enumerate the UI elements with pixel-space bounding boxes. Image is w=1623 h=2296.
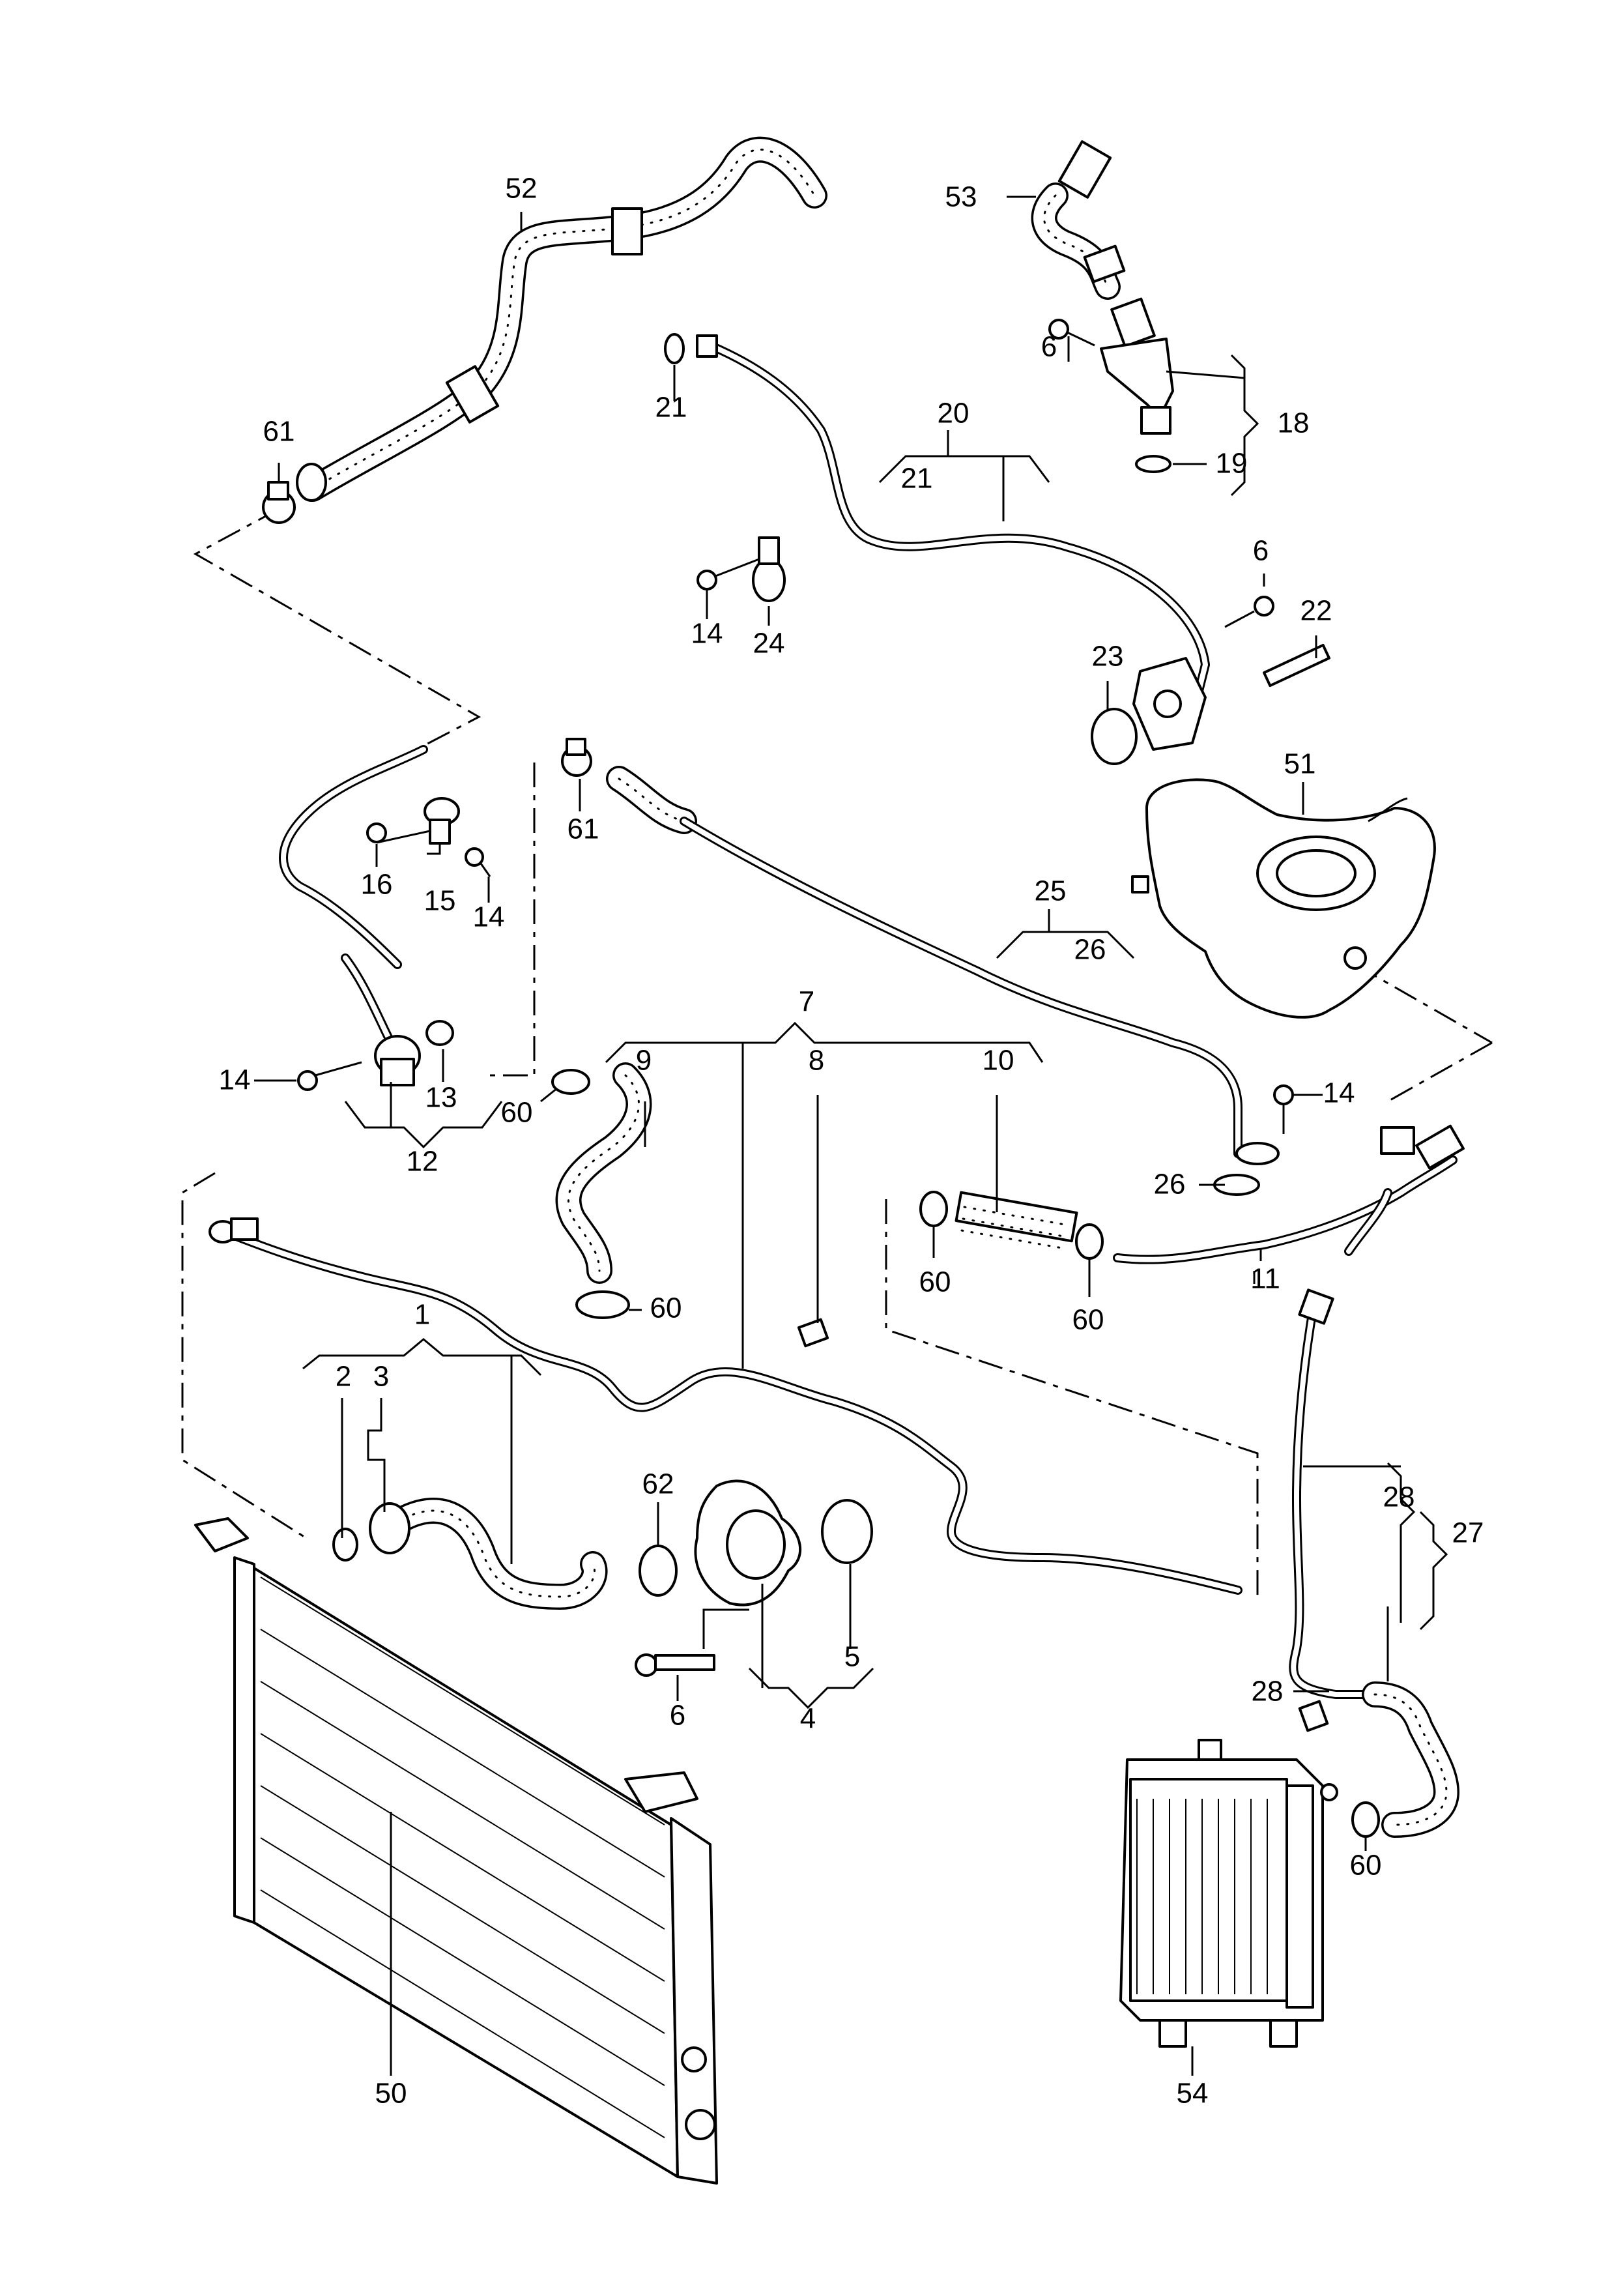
label-13: 13	[425, 1082, 457, 1114]
hose-clamp-62[interactable]	[639, 1545, 678, 1597]
label-28-bracket: 28	[1383, 1481, 1415, 1513]
label-60-upper-left: 60	[501, 1097, 533, 1129]
label-14-left: 14	[473, 901, 505, 933]
hose-clamp-61-middle[interactable]	[561, 738, 592, 777]
label-16: 16	[361, 869, 393, 901]
screw-14-upper[interactable]	[697, 558, 760, 590]
label-9: 9	[636, 1045, 652, 1077]
label-60-lower-right: 60	[1350, 1850, 1382, 1882]
label-60-right-hose-10: 60	[1072, 1304, 1104, 1336]
hose-clamp-60-left-hose-10[interactable]	[919, 1191, 948, 1227]
hose-52[interactable]	[296, 136, 827, 502]
label-18: 18	[1278, 407, 1310, 439]
label-25: 25	[1035, 875, 1067, 907]
hose-9[interactable]	[555, 1062, 652, 1284]
hose-1[interactable]	[369, 1498, 608, 1610]
label-22: 22	[1300, 595, 1332, 627]
label-6-upper: 6	[1041, 331, 1057, 363]
screw-14-left[interactable]	[465, 847, 491, 877]
clip-8[interactable]	[797, 1318, 829, 1348]
o-ring-21[interactable]	[664, 333, 685, 364]
label-24: 24	[753, 628, 785, 660]
label-11: 11	[1250, 1263, 1280, 1295]
label-21-bracket: 21	[901, 463, 933, 495]
label-62: 62	[642, 1468, 674, 1500]
o-ring-13[interactable]	[425, 1020, 454, 1046]
bracket-lines	[254, 196, 1448, 2076]
hose-clamp-60-upper-left[interactable]	[551, 1069, 590, 1095]
screw-14-right[interactable]	[1273, 1084, 1294, 1134]
label-4: 4	[800, 1703, 816, 1735]
label-60-left-hose-10: 60	[919, 1266, 951, 1298]
label-26: 26	[1154, 1169, 1186, 1200]
o-ring-19[interactable]	[1135, 455, 1171, 473]
label-14-lower-left: 14	[219, 1064, 251, 1096]
hose-clamp-60-right-hose-10[interactable]	[1075, 1223, 1104, 1260]
nut-16[interactable]	[366, 822, 387, 843]
hose-clamp-60-lower-right[interactable]	[1351, 1801, 1380, 1838]
label-15: 15	[424, 885, 456, 917]
coolant-pipe-12[interactable]	[279, 745, 428, 1086]
label-19: 19	[1216, 448, 1248, 480]
label-61-upper: 61	[263, 416, 295, 448]
bracket-24[interactable]	[752, 536, 786, 602]
label-3: 3	[373, 1361, 389, 1393]
label-52: 52	[506, 173, 538, 205]
stud-22[interactable]	[1263, 643, 1330, 688]
hose-clamp-61-upper[interactable]	[262, 481, 296, 524]
label-26-bracket: 26	[1074, 934, 1106, 966]
radiator-50[interactable]	[194, 1517, 718, 2185]
coolant-pipe-11[interactable]	[1113, 1124, 1465, 1264]
coolant-pipe-7[interactable]	[208, 1217, 1242, 1595]
label-23: 23	[1092, 641, 1124, 673]
label-54: 54	[1177, 2078, 1209, 2110]
cooler-fins	[1136, 1799, 1268, 1994]
hose-clamp-60-hose-9[interactable]	[575, 1290, 630, 1319]
expansion-tank-51[interactable]	[1131, 778, 1436, 1019]
hose-10[interactable]	[955, 1191, 1078, 1250]
dashed-assembly-lines	[181, 507, 1493, 1597]
o-ring-23[interactable]	[1091, 708, 1138, 765]
label-8: 8	[809, 1045, 824, 1077]
label-60-hose-9: 60	[650, 1292, 682, 1324]
o-ring-2[interactable]	[332, 1528, 358, 1562]
screw-6-lower[interactable]	[635, 1653, 715, 1677]
label-50: 50	[375, 2078, 407, 2110]
breather-hose-53[interactable]	[1031, 140, 1126, 300]
label-53: 53	[945, 181, 977, 213]
coolant-pipe-27[interactable]	[1289, 1288, 1459, 1838]
screw-14-lower-left[interactable]	[297, 1061, 362, 1091]
label-6-middle: 6	[1253, 535, 1269, 567]
label-12: 12	[407, 1146, 438, 1178]
bracket-15[interactable]	[424, 797, 460, 845]
label-14-upper: 14	[691, 618, 723, 650]
screw-6-middle[interactable]	[1224, 596, 1274, 628]
label-51: 51	[1284, 748, 1316, 780]
label-61-middle: 61	[567, 813, 599, 845]
label-10: 10	[983, 1045, 1014, 1077]
label-2: 2	[336, 1361, 351, 1393]
callout-labels: 52 61 53 6 18 19 21 20 21 6 22 23 14 24 …	[219, 173, 1484, 2110]
label-27: 27	[1452, 1517, 1484, 1549]
label-28: 28	[1252, 1676, 1284, 1707]
connection-piece-18[interactable]	[1100, 297, 1174, 435]
label-14-right: 14	[1323, 1077, 1355, 1109]
clip-28[interactable]	[1298, 1700, 1329, 1732]
label-1: 1	[414, 1299, 430, 1331]
label-5: 5	[844, 1641, 860, 1673]
label-20: 20	[938, 398, 969, 429]
label-6-lower: 6	[670, 1700, 685, 1732]
thermostat-housing-4[interactable]	[694, 1479, 801, 1606]
hose-pipe-25[interactable]	[606, 766, 1280, 1165]
coolant-pipe-20[interactable]	[696, 334, 1210, 751]
auxiliary-cooler-54[interactable]	[1119, 1739, 1338, 2048]
screw-6-upper[interactable]	[1048, 319, 1095, 347]
radiator-fins	[260, 1577, 665, 2138]
label-21-upper: 21	[655, 392, 687, 424]
gasket-5[interactable]	[821, 1499, 873, 1564]
label-7: 7	[799, 986, 814, 1018]
